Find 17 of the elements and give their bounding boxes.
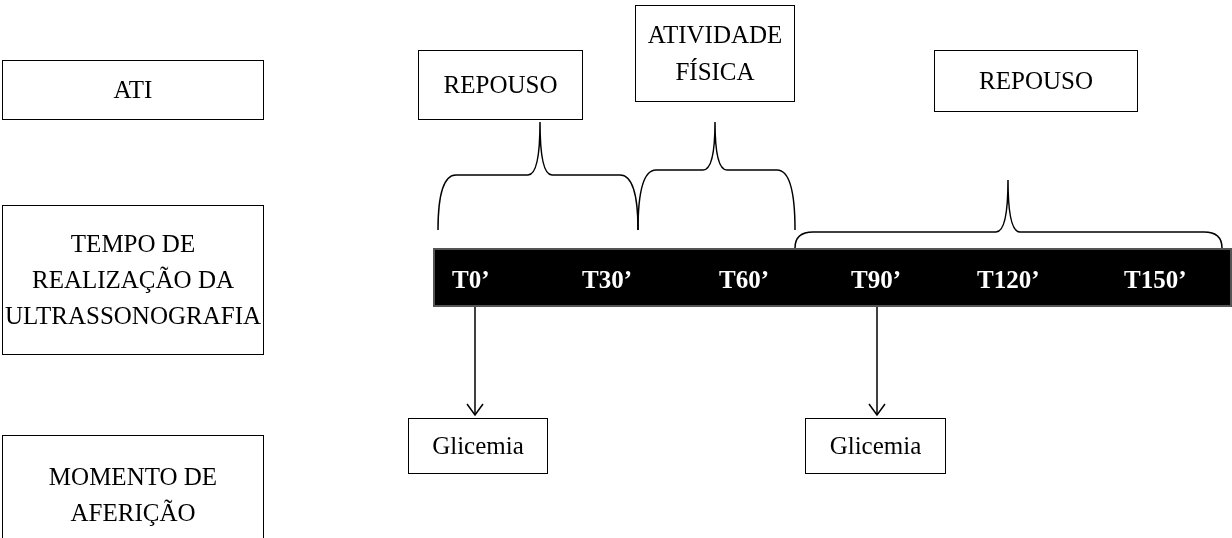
phase-box: REPOUSO xyxy=(418,50,583,120)
time-label: T30’ xyxy=(582,265,632,295)
measurement-box: Glicemia xyxy=(408,418,548,474)
measurement-box: Glicemia xyxy=(805,418,946,474)
arrow xyxy=(466,306,484,416)
time-label: T90’ xyxy=(851,265,901,295)
arrow xyxy=(868,306,886,416)
timeline-bar xyxy=(433,248,1232,307)
phase-box: REPOUSO xyxy=(934,50,1138,112)
time-label: T150’ xyxy=(1124,265,1187,295)
phase-box: ATIVIDADE FÍSICA xyxy=(635,5,795,102)
label-box: ATI xyxy=(2,60,264,120)
time-label: T120’ xyxy=(977,265,1040,295)
time-label: T0’ xyxy=(452,265,490,295)
label-box: MOMENTO DE AFERIÇÃO xyxy=(2,435,264,538)
label-box: TEMPO DE REALIZAÇÃO DA ULTRASSONOGRAFIA xyxy=(2,205,264,355)
time-label: T60’ xyxy=(719,265,769,295)
